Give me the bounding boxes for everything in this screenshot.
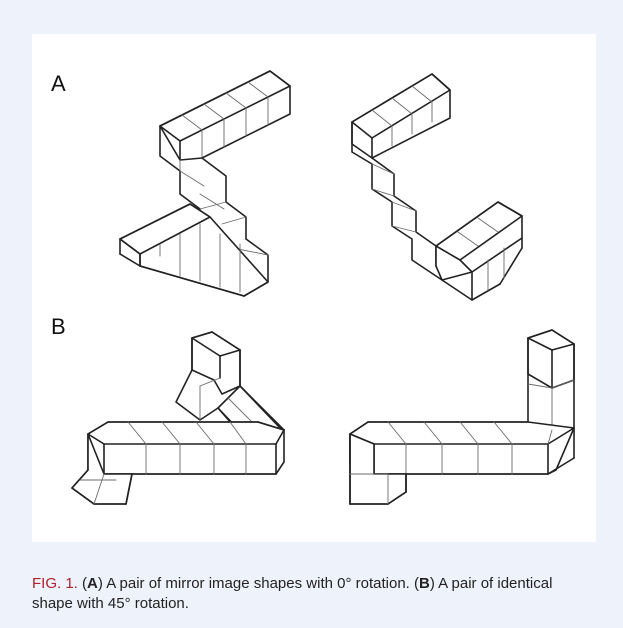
panel-label-b: B [51,314,66,339]
block-top [351,73,451,139]
panel-label-a: A [51,71,66,96]
block-top [119,203,211,255]
caption-part-b-open: ( [414,575,419,592]
shape-a-right [351,73,523,301]
figure-panel: A B [32,34,596,542]
shape-b-right [349,329,575,505]
figure-caption: FIG. 1. (A) A pair of mirror image shape… [32,574,596,614]
block-face [349,421,575,475]
shape-a-left [119,70,291,297]
block-top [159,70,291,142]
shape-b-left [71,331,285,505]
figure-number: FIG. 1. [32,575,78,592]
caption-part-b-text: ) A pair of identical shape with 45° rot… [32,575,553,612]
caption-part-a-letter: A [87,575,98,592]
arm-edge [175,369,219,421]
column-right-edge [201,157,269,297]
caption-part-a-text: ) A pair of mirror image shapes with 0° … [97,575,414,592]
block-top [435,201,523,261]
caption-part-b-letter: B [419,575,430,592]
caption-part-a-open: ( [77,575,88,592]
